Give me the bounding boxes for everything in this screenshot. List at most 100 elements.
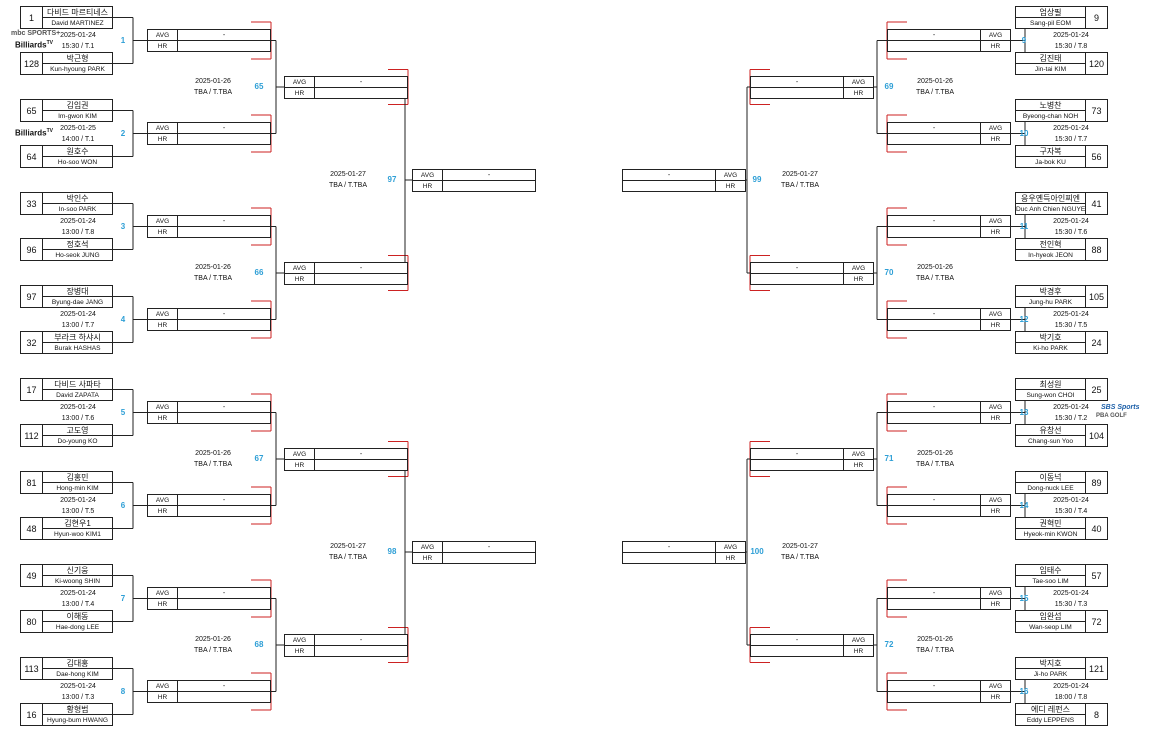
player-name-en: Ji-ho PARK (1033, 671, 1068, 678)
match-date: 2025-01-24 (60, 496, 96, 504)
left-match-r1-6[interactable]: AVG-HR (147, 494, 271, 517)
left-match-r3-1[interactable]: AVG-HR (412, 168, 536, 192)
right-match-r2-1[interactable]: AVG-HR (750, 75, 874, 99)
match-label-avg: AVG (148, 123, 178, 134)
left-match-r2-1[interactable]: AVG-HR (284, 75, 408, 99)
match-date: 2025-01-27 (782, 171, 818, 178)
right-match-r1-1[interactable]: AVG-HR (887, 29, 1011, 52)
match-value-avg: - (222, 497, 226, 504)
match-label-avg: AVG (715, 541, 745, 553)
left-match-r1-4[interactable]: AVG-HR (147, 308, 271, 331)
match-row-avg: AVG- (888, 402, 1010, 413)
match-label-hr: HR (148, 506, 178, 517)
player-seed: 121 (1085, 658, 1107, 679)
player-name-en: Hyeok-min KWON (1023, 531, 1078, 538)
right-match-r1-5[interactable]: AVG-HR (887, 401, 1011, 424)
match-row-avg: AVG- (285, 76, 407, 88)
match-row-hr: HR (751, 273, 873, 285)
right-match-r1-8[interactable]: AVG-HR (887, 680, 1011, 703)
match-row-hr: HR (623, 552, 745, 564)
right-match-r1-2[interactable]: AVG-HR (887, 122, 1011, 145)
match-label-hr: HR (285, 273, 315, 285)
right-match-r1-7[interactable]: AVG-HR (887, 587, 1011, 610)
right-match-r2-2[interactable]: AVG-HR (750, 261, 874, 285)
player-name-ko: 유창선 (1016, 425, 1085, 436)
right-match-r1-6[interactable]: AVG-HR (887, 494, 1011, 517)
right-match-r2-3[interactable]: AVG-HR (750, 447, 874, 471)
right-match-r1-3[interactable]: AVG-HR (887, 215, 1011, 238)
right-match-r3-2[interactable]: AVG-HR (622, 540, 746, 564)
right-match-r2-4[interactable]: AVG-HR (750, 633, 874, 657)
player-seed: 56 (1085, 146, 1107, 167)
left-match-r2-3[interactable]: AVG-HR (284, 447, 408, 471)
left-match-r1-7[interactable]: AVG-HR (147, 587, 271, 610)
match-date: 2025-01-24 (1053, 310, 1089, 318)
match-row-avg: AVG- (148, 588, 270, 599)
left-match-r1-8[interactable]: AVG-HR (147, 680, 271, 703)
match-label-avg: AVG (980, 123, 1010, 134)
match-time: 13:00 / T.4 (61, 600, 95, 608)
right-match-r1-4[interactable]: AVG-HR (887, 308, 1011, 331)
player-name-ko: 전인혁 (1016, 239, 1085, 250)
match-date: 2025-01-24 (60, 310, 96, 318)
match-time: TBA / T.TBA (916, 647, 954, 654)
right-match-r3-1[interactable]: AVG-HR (622, 168, 746, 192)
player-name-en: Ho-soo WON (57, 159, 98, 166)
player-seed: 72 (1085, 611, 1107, 632)
match-date: 2025-01-26 (917, 636, 953, 643)
player-seed: 33 (21, 193, 43, 214)
match-time: TBA / T.TBA (781, 554, 819, 561)
player-name-ko: 장병대 (43, 286, 112, 297)
match-row-hr: HR (751, 459, 873, 471)
match-row-avg: AVG- (888, 216, 1010, 227)
left-match-r2-4[interactable]: AVG-HR (284, 633, 408, 657)
left-match-r2-2[interactable]: AVG-HR (284, 261, 408, 285)
match-date: 2025-01-26 (917, 450, 953, 457)
left-match-r1-1[interactable]: AVG-HR (147, 29, 271, 52)
player-seed: 40 (1085, 518, 1107, 539)
player-seed: 105 (1085, 286, 1107, 307)
match-date: 2025-01-24 (60, 589, 96, 597)
left-match-r1-3[interactable]: AVG-HR (147, 215, 271, 238)
left-match-r3-2[interactable]: AVG-HR (412, 540, 536, 564)
left-match-r1-5[interactable]: AVG-HR (147, 401, 271, 424)
left-match-r1-2[interactable]: AVG-HR (147, 122, 271, 145)
player-seed: 97 (21, 286, 43, 307)
match-row-avg: AVG- (888, 30, 1010, 41)
